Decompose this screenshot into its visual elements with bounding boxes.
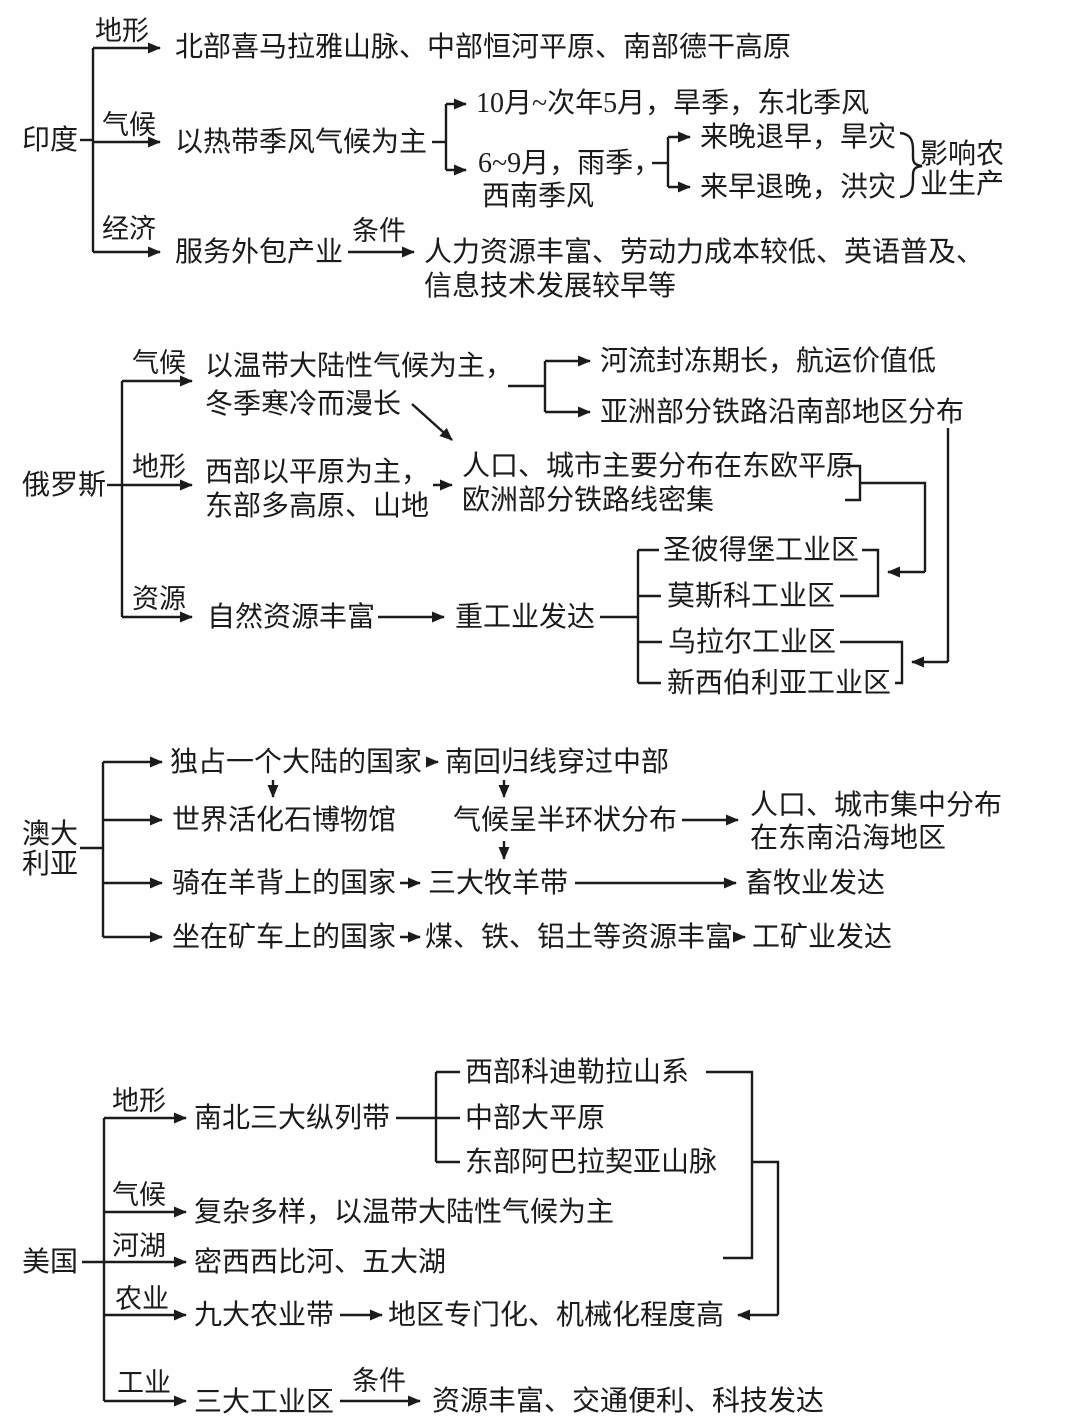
- usa-industry-text: 三大工业区: [194, 1387, 335, 1418]
- india-impact-line1: 影响农: [920, 139, 1005, 170]
- india-climate-label: 气候: [102, 110, 156, 140]
- russia-climate-line2: 冬季寒冷而漫长: [205, 389, 402, 420]
- usa-industry-result: 资源丰富、交通便利、科技发达: [432, 1386, 825, 1417]
- russia-zone-siberia: 新西伯利亚工业区: [667, 668, 892, 699]
- russia-root: 俄罗斯: [22, 470, 107, 501]
- india-terrain-text: 北部喜马拉雅山脉、中部恒河平原、南部德干高原: [175, 32, 792, 63]
- russia-resources-label: 资源: [132, 584, 186, 614]
- usa-terrain-text: 南北三大纵列带: [194, 1103, 391, 1134]
- usa-condition-label: 条件: [352, 1366, 406, 1396]
- india-condition-line1: 人力资源丰富、劳动力成本较低、英语普及、: [424, 237, 985, 268]
- australia-museum: 世界活化石博物馆: [172, 805, 397, 836]
- australia-mining: 工矿业发达: [752, 922, 893, 953]
- india-dry-season: 10月~次年5月，旱季，东北季风: [476, 88, 870, 119]
- usa-climate-text: 复杂多样，以温带大陆性气候为主: [194, 1197, 615, 1228]
- russia-river-text: 河流封冻期长，航运价值低: [600, 346, 937, 377]
- india-monsoon-early: 来早退晚，洪灾: [700, 172, 897, 203]
- australia-mine: 坐在矿车上的国家: [172, 922, 397, 953]
- russia-industry-text: 重工业发达: [455, 602, 596, 633]
- australia-root-line2: 利亚: [22, 849, 79, 880]
- india-climate-text: 以热带季风气候为主: [175, 127, 428, 158]
- usa-agriculture-label: 农业: [115, 1284, 169, 1314]
- russia-terrain-label: 地形: [132, 452, 186, 482]
- australia-continent: 独占一个大陆的国家: [170, 747, 423, 778]
- russia-terrain-line2: 东部多高原、山地: [205, 491, 430, 522]
- russia-zone-petersburg: 圣彼得堡工业区: [663, 535, 860, 566]
- russia-resources-text: 自然资源丰富: [207, 602, 376, 633]
- russia-zone-ural: 乌拉尔工业区: [668, 627, 837, 658]
- india-condition-line2: 信息技术发展较早等: [424, 271, 677, 302]
- australia-minerals: 煤、铁、铝土等资源丰富: [425, 922, 734, 953]
- usa-agriculture-result: 地区专门化、机械化程度高: [388, 1300, 725, 1331]
- australia-belts: 三大牧羊带: [428, 868, 569, 899]
- australia-climate: 气候呈半环状分布: [453, 805, 678, 836]
- australia-sheep: 骑在羊背上的国家: [172, 868, 397, 899]
- russia-railway-text: 亚洲部分铁路沿南部地区分布: [600, 397, 965, 428]
- usa-rivers-text: 密西西比河、五大湖: [194, 1247, 447, 1278]
- russia-population-line2: 欧洲部分铁路线密集: [462, 485, 715, 516]
- usa-root: 美国: [22, 1247, 79, 1278]
- india-economy-label: 经济: [102, 214, 156, 244]
- russia-terrain-line1: 西部以平原为主，: [205, 457, 430, 488]
- russia-population-line1: 人口、城市主要分布在东欧平原: [462, 451, 855, 482]
- australia-population-line2: 在东南沿海地区: [750, 823, 947, 854]
- india-monsoon-late: 来晚退早，旱灾: [700, 122, 897, 153]
- india-condition-label: 条件: [352, 216, 406, 246]
- usa-agriculture-text: 九大农业带: [194, 1300, 335, 1331]
- india-impact-line2: 业生产: [920, 169, 1005, 200]
- australia-tropic: 南回归线穿过中部: [445, 747, 670, 778]
- india-wet-season-line2: 西南季风: [482, 181, 595, 212]
- russia-zone-moscow: 莫斯科工业区: [667, 581, 836, 612]
- australia-root-line1: 澳大: [22, 819, 79, 850]
- usa-climate-label: 气候: [112, 1180, 166, 1210]
- usa-rivers-label: 河湖: [112, 1231, 166, 1261]
- usa-industry-label: 工业: [117, 1368, 171, 1398]
- india-wet-season-line1: 6~9月，雨季，: [478, 148, 662, 179]
- australia-husbandry: 畜牧业发达: [745, 868, 886, 899]
- usa-terrain-east: 东部阿巴拉契亚山脉: [465, 1147, 718, 1178]
- russia-climate-line1: 以温带大陆性气候为主，: [205, 351, 514, 382]
- usa-terrain-middle: 中部大平原: [465, 1103, 606, 1134]
- india-economy-text: 服务外包产业: [175, 237, 344, 268]
- india-terrain-label: 地形: [95, 16, 149, 46]
- russia-climate-label: 气候: [132, 348, 186, 378]
- usa-terrain-label: 地形: [112, 1086, 166, 1116]
- usa-terrain-west: 西部科迪勒拉山系: [465, 1057, 690, 1088]
- australia-population-line1: 人口、城市集中分布: [750, 790, 1003, 821]
- india-root: 印度: [22, 125, 79, 156]
